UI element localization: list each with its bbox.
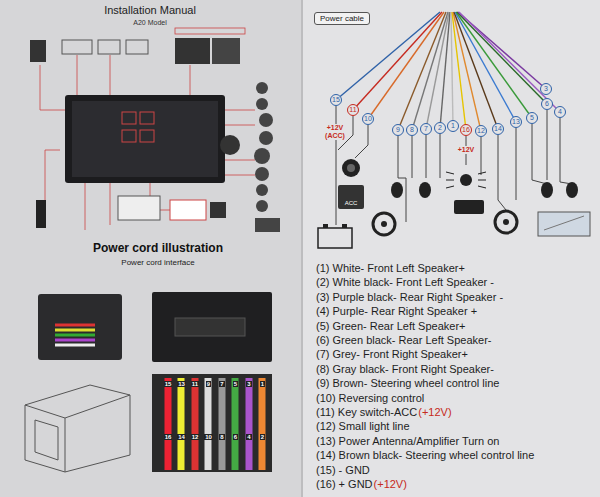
wire-description: (8) Gray black- Front Right Speaker- [316,363,494,376]
callout-number: 15 [330,94,342,106]
wire-description: (1) White- Front Left Speaker+ [316,262,465,275]
wire-description: (11) Key switch-ACC [316,406,417,419]
pin-number: 12 [191,434,200,441]
callout-number: 7 [420,123,432,135]
pin-number: 2 [260,434,265,441]
manual-title: Installation Manual [104,4,196,17]
pin-number: 6 [233,434,238,441]
wire-description: (15) - GND [316,464,370,477]
callout-number: 2 [434,122,446,134]
pin-number: 4 [246,434,251,441]
wire-description: (12) Small light line [316,420,410,433]
callout-number: 13 [510,116,522,128]
wire-description: (13) Power Antenna/Amplifier Turn on [316,435,499,448]
callout-number: 3 [540,83,552,95]
callout-number: 9 [392,124,404,136]
pin-number: 13 [177,381,186,388]
callout-number: 1 [447,120,459,132]
camera-label: ACC [345,200,358,207]
voltage-note: +12V [457,146,476,154]
callout-number: 14 [492,123,504,135]
pin-number: 16 [164,434,173,441]
wire-description: (10) Reversing control [316,392,424,405]
wire-description: (7) Grey- Front Right Speaker+ [316,348,468,361]
callout-number: 8 [406,124,418,136]
pin-number: 15 [164,381,173,388]
section-tab: Power cable [314,12,370,25]
pin-number: 11 [191,381,199,388]
section-heading: Power cord illustration [93,242,223,256]
section-subheading: Power cord interface [121,258,194,267]
pin-number: 7 [219,381,224,388]
callout-number: 16 [460,124,472,136]
callout-number: 12 [475,125,487,137]
wire-description: (4) Purple- Rear Right Speaker + [316,305,477,318]
pin-number: 3 [246,381,251,388]
voltage-note: (+12V) [374,478,407,491]
voltage-note: +12V (ACC) [322,124,348,140]
pin-number: 1 [260,381,265,388]
callout-number: 10 [362,113,374,125]
wire-description: (16) + GND [316,478,373,491]
pin-number: 8 [219,434,224,441]
voltage-note: (+12V) [418,406,451,419]
wire-description: (6) Green black- Rear Left Speaker- [316,334,491,347]
callout-number: 6 [541,98,553,110]
callout-number: 5 [526,112,538,124]
wire-description: (5) Green- Rear Left Speaker+ [316,320,466,333]
wire-description: (3) Purple black- Rear Right Speaker - [316,291,503,304]
wire-description: (9) Brown- Steering wheel control line [316,377,499,390]
pin-number: 9 [206,381,211,388]
wire-description: (14) Brown black- Steering wheel control… [316,449,534,462]
model-name: A20 Model [133,19,166,27]
wire-description: (2) White black- Front Left Speaker - [316,276,494,289]
callout-number: 4 [554,106,566,118]
pin-number: 5 [233,381,238,388]
pin-number: 14 [177,434,186,441]
tab-label: Power cable [320,14,364,23]
callout-number: 11 [347,104,359,116]
pin-number: 10 [204,434,213,441]
